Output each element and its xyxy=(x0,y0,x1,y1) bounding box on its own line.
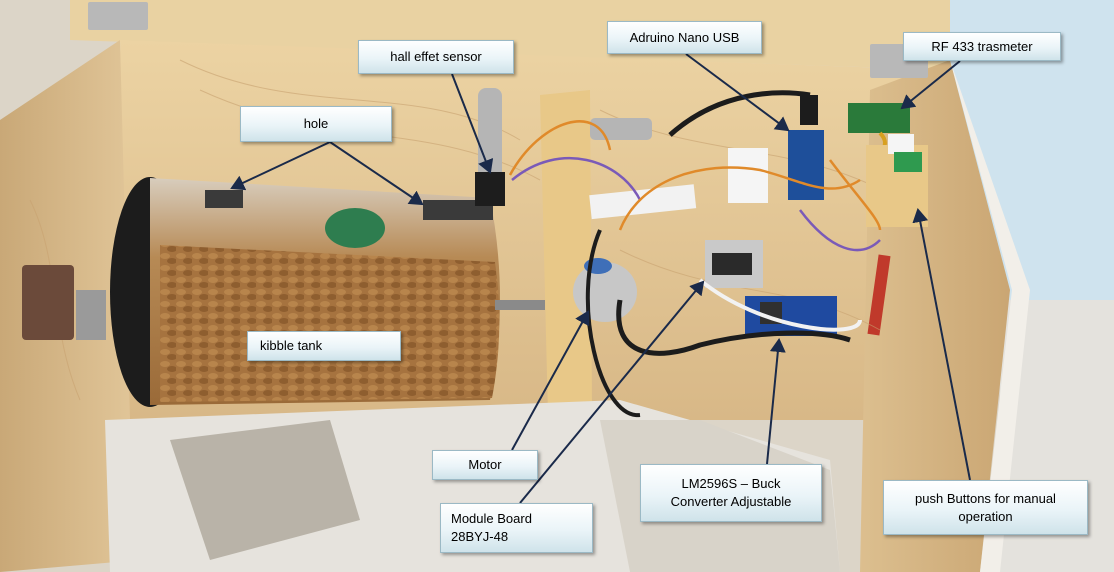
label-rf433: RF 433 trasmeter xyxy=(903,32,1061,61)
label-push-buttons: push Buttons for manual operation xyxy=(883,480,1088,535)
usb-connector xyxy=(800,95,818,125)
arduino-board xyxy=(788,130,824,200)
label-module-board-line2: 28BYJ-48 xyxy=(451,528,509,544)
hall-bracket xyxy=(478,88,502,183)
label-module-board-line1: Module Board xyxy=(451,511,532,526)
kibble-fill xyxy=(160,245,500,402)
wood-divider xyxy=(540,90,592,415)
label-motor-text: Motor xyxy=(468,457,502,473)
label-hall-sensor-text: hall effet sensor xyxy=(390,49,482,65)
label-push-line2: operation xyxy=(958,508,1013,524)
push-button-white xyxy=(888,134,914,154)
label-hole-text: hole xyxy=(303,116,329,132)
wires xyxy=(508,90,882,418)
white-strap xyxy=(589,184,697,220)
leader-lines xyxy=(230,53,971,504)
label-push-line1: push Buttons for manual xyxy=(915,490,1056,506)
push-button-green xyxy=(894,152,922,172)
red-tape xyxy=(867,254,891,336)
label-hole: hole xyxy=(240,106,392,142)
label-arduino-text: Adruino Nano USB xyxy=(629,29,740,45)
label-buck-line2: Converter Adjustable xyxy=(670,494,792,509)
cardboard-shadow xyxy=(170,420,360,560)
driver-chip xyxy=(712,253,752,275)
latch-plate xyxy=(76,290,106,340)
label-rf433-text: RF 433 trasmeter xyxy=(931,38,1033,54)
label-arduino: Adruino Nano USB xyxy=(607,21,762,54)
hinge-left xyxy=(88,2,148,30)
label-kibble-tank: kibble tank xyxy=(247,331,401,361)
hall-sensor xyxy=(475,172,505,206)
label-hall-sensor: hall effet sensor xyxy=(358,40,514,74)
box-right-edge xyxy=(950,60,1030,572)
label-module-board: Module Board 28BYJ-48 xyxy=(440,503,593,553)
tank-hole-left xyxy=(205,190,243,208)
label-kibble-tank-text: kibble tank xyxy=(260,338,323,354)
label-buck-converter: LM2596S – Buck Converter Adjustable xyxy=(640,464,822,522)
white-clip xyxy=(728,148,768,203)
green-part xyxy=(325,208,385,248)
label-buck-line1: LM2596S – Buck xyxy=(681,476,781,492)
latch xyxy=(22,265,74,340)
label-motor: Motor xyxy=(432,450,538,480)
motor-shaft xyxy=(495,300,545,310)
rf-module xyxy=(848,103,910,133)
